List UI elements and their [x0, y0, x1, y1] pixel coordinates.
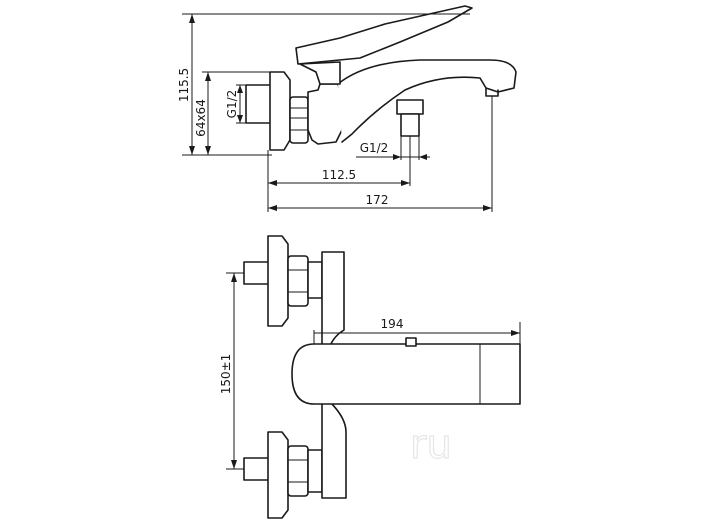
side-inlet-pipe [245, 84, 273, 124]
side-bottom-outlet [400, 113, 420, 137]
side-connector-label: 64x64 [194, 99, 208, 137]
front-lower-connector [307, 449, 323, 493]
side-diverter-knob [396, 99, 424, 115]
side-cartridge-cap [299, 61, 341, 85]
front-lower-nut [287, 445, 309, 497]
front-upper-flange [267, 235, 289, 327]
width-mid-label: 112.5 [322, 168, 356, 182]
side-height-label: 115.5 [177, 68, 191, 102]
side-flange [269, 71, 291, 151]
side-view: 115.5 64x64 G1/2 G1/2 112.5 172 [177, 5, 517, 212]
front-upper-connector [307, 261, 323, 299]
front-spacing-label: 150±1 [219, 354, 233, 395]
front-diverter [405, 337, 417, 347]
front-spout [291, 343, 521, 405]
side-lever [295, 5, 473, 65]
side-thread-label: G1/2 [225, 90, 239, 119]
front-lower-flange [267, 431, 289, 519]
side-body [307, 83, 343, 145]
front-upper-nut [287, 255, 309, 307]
side-spout [337, 59, 517, 143]
front-lower-inlet-pipe [243, 457, 271, 481]
front-length-label: 194 [381, 317, 404, 331]
watermark: ru [410, 422, 452, 468]
spout-thread-label: G1/2 [360, 141, 389, 155]
front-view: 194 150±1 ru [219, 235, 521, 519]
side-hex-nut [289, 96, 309, 144]
front-upper-inlet-pipe [243, 261, 271, 285]
width-total-label: 172 [366, 193, 389, 207]
